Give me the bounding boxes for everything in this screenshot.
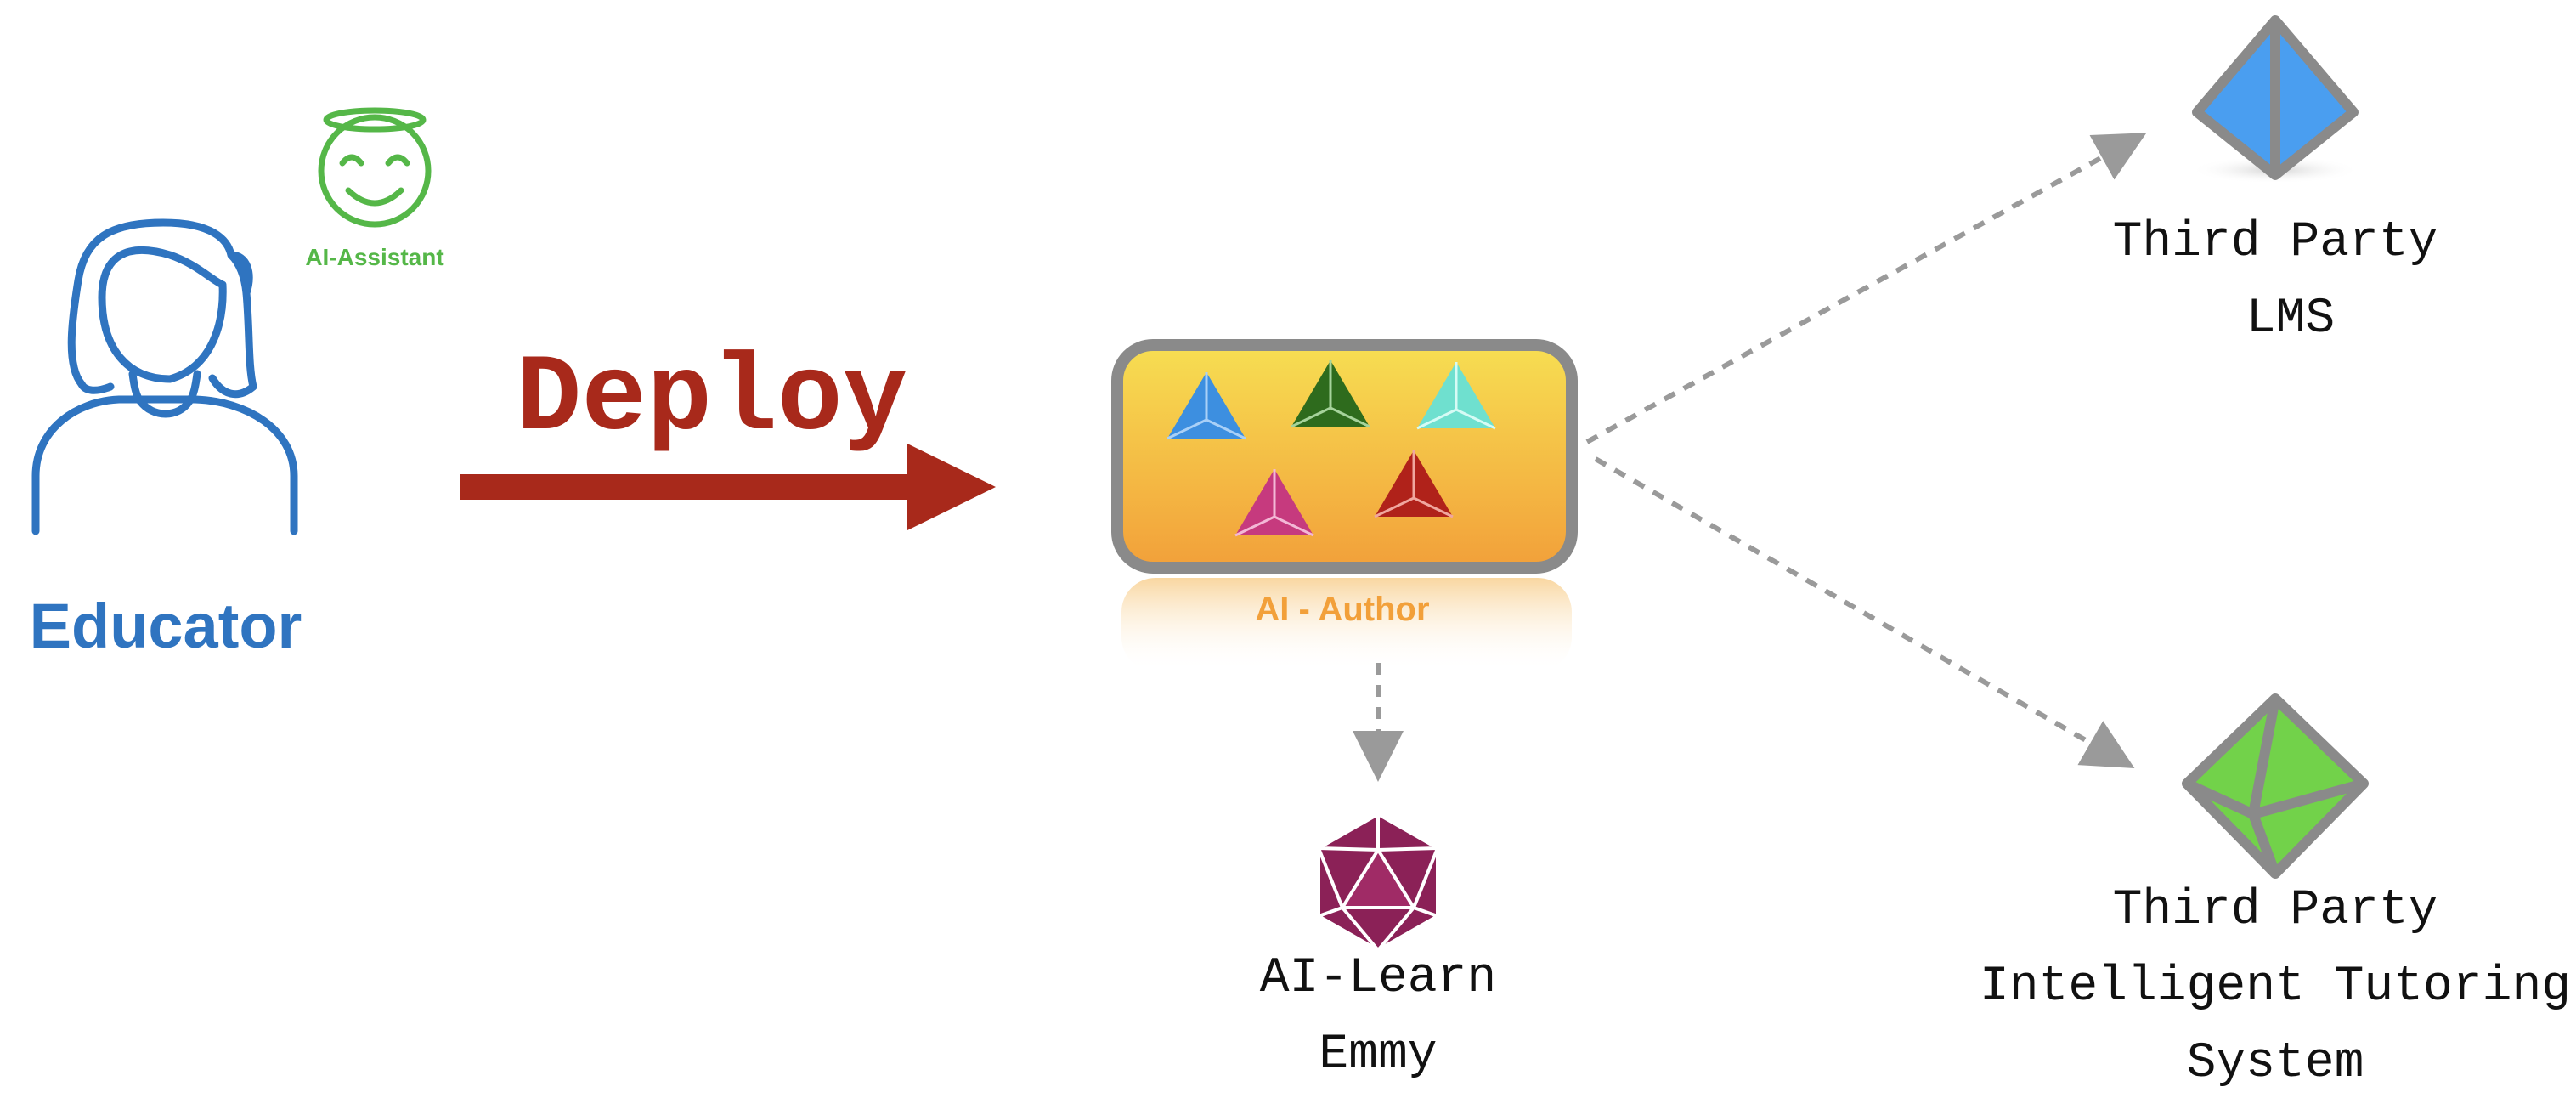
pyramid-red-icon xyxy=(1374,450,1454,518)
connector-to-its xyxy=(1594,456,2135,768)
its-label-line2: Intelligent Tutoring xyxy=(1980,959,2571,1015)
pyramid-blue-icon xyxy=(1167,372,1246,440)
connectors xyxy=(1353,133,2147,782)
deploy-label: Deploy xyxy=(517,338,908,461)
lms-label-line1: Third Party xyxy=(2113,215,2438,270)
blue-pyramid-icon xyxy=(2190,15,2360,184)
deploy-arrow xyxy=(460,444,996,530)
emmy-label: Emmy xyxy=(1319,1027,1437,1083)
connector-to-lms xyxy=(1585,133,2147,444)
pyramid-magenta-icon xyxy=(1234,469,1314,537)
ai-assistant-label: AI-Assistant xyxy=(305,244,443,270)
educator-label: Educator xyxy=(30,591,302,661)
educator-icon xyxy=(31,218,298,535)
its-label-line3: System xyxy=(2187,1036,2364,1091)
ai-learn-label: AI-Learn xyxy=(1260,951,1496,1006)
green-octahedron-icon xyxy=(2182,693,2369,879)
icosahedron-icon xyxy=(1317,812,1439,952)
lms-label-line2: LMS xyxy=(2246,291,2335,347)
pyramid-darkgreen-icon xyxy=(1291,360,1370,428)
ai-author-label: AI - Author xyxy=(1255,591,1429,628)
smiley-halo-icon xyxy=(318,107,432,228)
its-label-line1: Third Party xyxy=(2113,883,2438,938)
pyramid-teal-icon xyxy=(1416,362,1496,430)
